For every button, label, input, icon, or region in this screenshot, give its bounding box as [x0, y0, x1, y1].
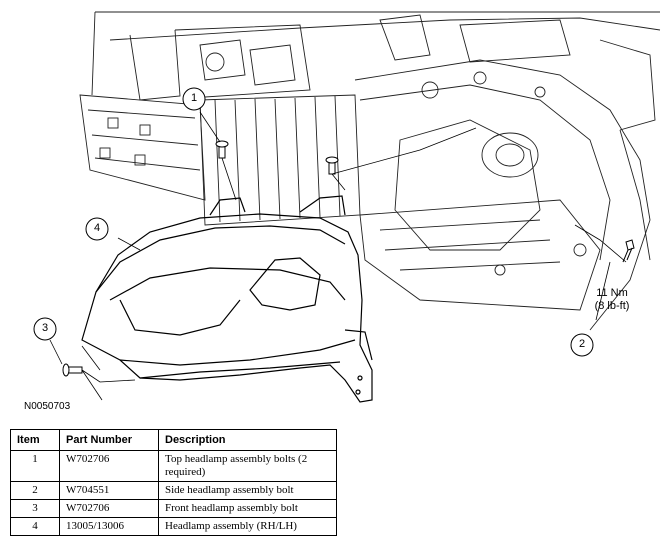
- header-part-number: Part Number: [59, 429, 159, 451]
- figure-id: N0050703: [24, 401, 71, 412]
- callout-2-label: 2: [578, 338, 586, 350]
- front-end-structure: [79, 11, 661, 331]
- callout-3: [33, 317, 57, 341]
- table-row: 1 W702706 Top headlamp assembly bolts (2…: [10, 450, 337, 482]
- table-header-row: Item Part Number Description: [10, 429, 337, 451]
- headlamp-assembly: [81, 195, 373, 403]
- front-bolt-icon: [62, 363, 83, 377]
- callout-1-label: 1: [190, 92, 198, 104]
- callout-2: [570, 333, 594, 357]
- parts-table: Item Part Number Description 1 W702706 T…: [10, 429, 337, 536]
- top-bolt-left-icon: [215, 140, 229, 159]
- header-description: Description: [158, 429, 337, 451]
- cell-part-number: 13005/13006: [59, 517, 159, 536]
- cell-item: 2: [10, 481, 60, 500]
- header-item: Item: [10, 429, 60, 451]
- side-bolt-icon: [622, 239, 635, 263]
- cell-part-number: W702706: [59, 499, 159, 518]
- cell-description: Headlamp assembly (RH/LH): [158, 517, 337, 536]
- callout-3-label: 3: [41, 322, 49, 334]
- cell-description: Side headlamp assembly bolt: [158, 481, 337, 500]
- cell-item: 1: [10, 450, 60, 482]
- table-row: 2 W704551 Side headlamp assembly bolt: [10, 481, 337, 500]
- callout-4: [85, 217, 109, 241]
- callout-4-label: 4: [93, 222, 101, 234]
- top-bolt-right-icon: [325, 156, 339, 175]
- cell-description: Top headlamp assembly bolts (2 required): [158, 450, 337, 482]
- torque-spec: 11 Nm (8 lb-ft): [572, 287, 652, 313]
- cell-part-number: W702706: [59, 450, 159, 482]
- torque-imperial: (8 lb-ft): [594, 300, 630, 312]
- table-row: 3 W702706 Front headlamp assembly bolt: [10, 499, 337, 518]
- headlamp-exploded-diagram: [33, 11, 661, 403]
- cell-item: 3: [10, 499, 60, 518]
- table-row: 4 13005/13006 Headlamp assembly (RH/LH): [10, 517, 337, 536]
- leader-lines: [49, 111, 627, 401]
- torque-metric: 11 Nm: [596, 287, 628, 299]
- cell-description: Front headlamp assembly bolt: [158, 499, 337, 518]
- cell-item: 4: [10, 517, 60, 536]
- callout-1: [182, 87, 206, 111]
- cell-part-number: W704551: [59, 481, 159, 500]
